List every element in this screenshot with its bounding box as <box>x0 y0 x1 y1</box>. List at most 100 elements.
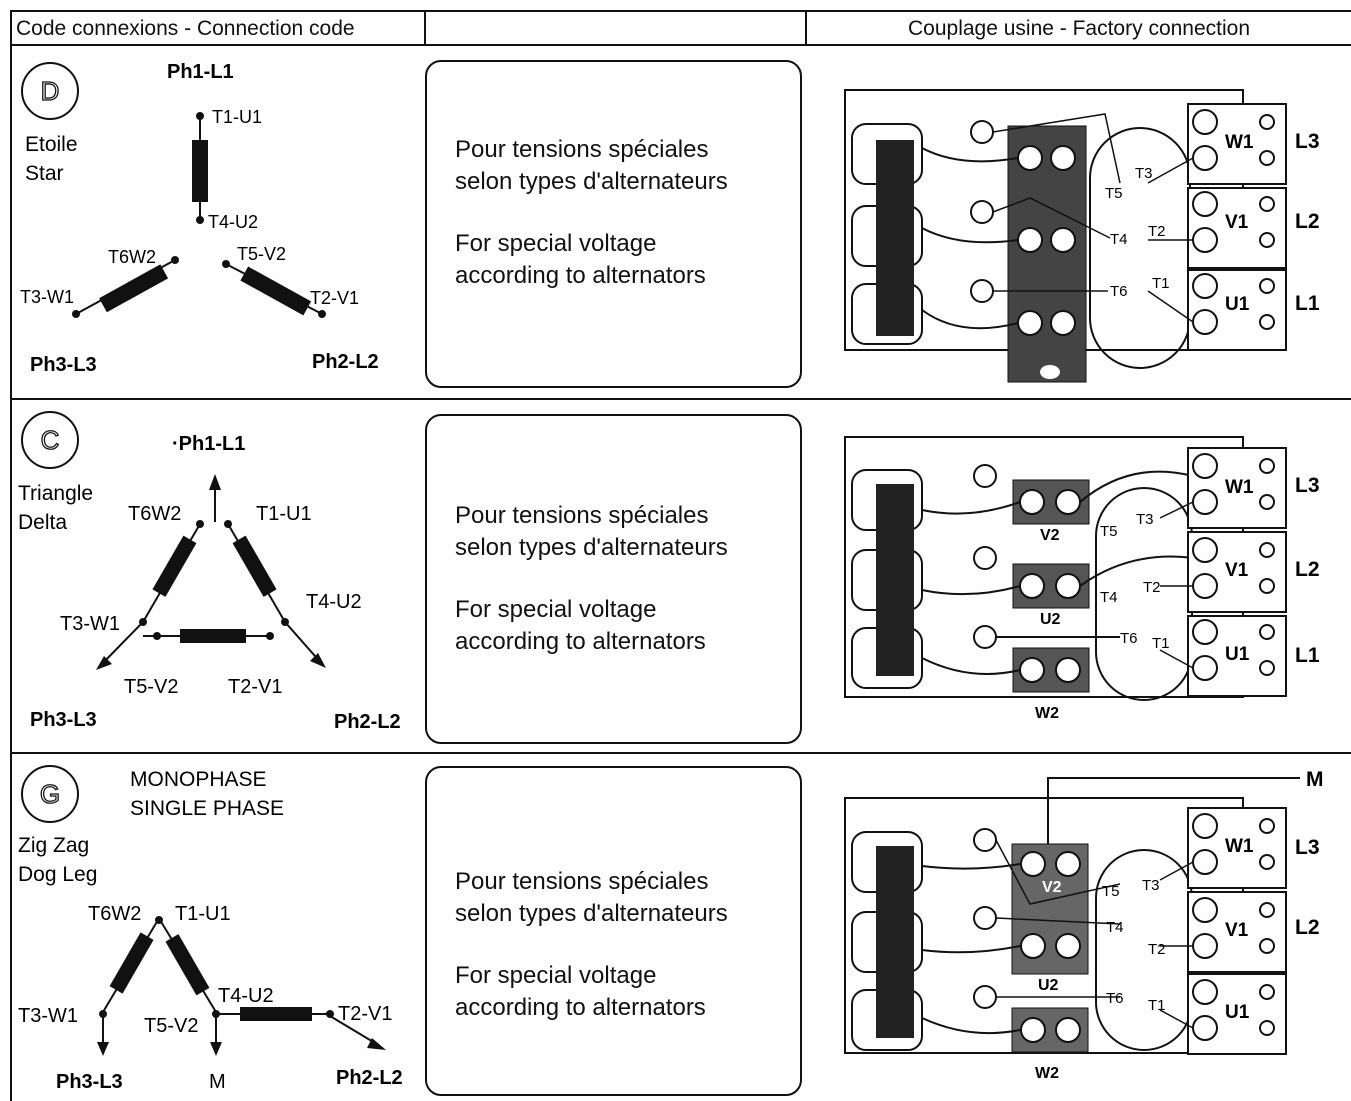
row-zigzag: G MONOPHASE SINGLE PHASE Zig Zag Dog Leg… <box>0 754 1351 1101</box>
bar-label-u2: U2 <box>1038 977 1059 994</box>
lead-t5: T5 <box>1102 883 1120 900</box>
star-connection-diagram: D Etoile Star Ph1-L1 T1-U1 T4-U2 T6W2 T3… <box>20 61 379 376</box>
note-fr-line2: selon types d'alternateurs <box>455 534 728 561</box>
phase-label-top: ·Ph1-L1 <box>172 433 245 455</box>
row-delta: C Triangle Delta ·Ph1-L1 T6W2 T1-U1 T4-U… <box>0 400 1351 752</box>
table-left-border <box>10 46 12 1101</box>
label-t2: T2-V1 <box>338 1003 392 1025</box>
code-circle <box>21 765 79 823</box>
phase-label-top: Ph1-L1 <box>167 61 234 83</box>
row-star: D Etoile Star Ph1-L1 T1-U1 T4-U2 T6W2 T3… <box>0 48 1351 398</box>
lead-t2: T2 <box>1148 223 1166 240</box>
terminal-studs <box>1192 813 1275 1041</box>
mount-hole <box>1040 365 1060 379</box>
terminal-dot <box>318 310 326 318</box>
winding-v <box>240 266 312 316</box>
phase-label-right: Ph2-L2 <box>312 351 379 373</box>
label-t1: T1-U1 <box>175 903 231 925</box>
note-fr-line1: Pour tensions spéciales <box>455 136 709 163</box>
winding-leads <box>921 147 1019 330</box>
lead-t6: T6 <box>1106 990 1124 1007</box>
note-fr-line2: selon types d'alternateurs <box>455 900 728 927</box>
lead-wires <box>995 839 1121 998</box>
terminal-v1: V1 <box>1225 212 1249 233</box>
terminal-dot <box>72 310 80 318</box>
bar-label-v2: V2 <box>1042 879 1062 896</box>
label-t3: T3-W1 <box>60 613 120 635</box>
label-t5: T5-V2 <box>237 244 286 264</box>
lead-t4: T4 <box>1100 589 1118 606</box>
label-t2: T2-V1 <box>310 288 359 308</box>
line-l3: L3 <box>1295 836 1320 859</box>
connection-name-fr: Etoile <box>25 133 78 156</box>
line-l1: L1 <box>1295 292 1320 315</box>
line-l3: L3 <box>1295 130 1320 153</box>
lead-t5: T5 <box>1100 523 1118 540</box>
lead-t1: T1 <box>1148 997 1166 1014</box>
winding-u <box>165 934 210 996</box>
terminal-leads <box>1159 861 1194 1029</box>
line-l2: L2 <box>1295 558 1320 581</box>
winding-v <box>240 1007 312 1021</box>
winding-leads <box>921 501 1021 675</box>
connection-name-fr: Zig Zag <box>18 834 89 857</box>
winding-u <box>192 140 208 202</box>
winding-w <box>99 264 169 313</box>
label-t6: T6W2 <box>128 503 181 525</box>
note-en-line2: according to alternators <box>455 262 706 289</box>
terminal-leads <box>1159 501 1194 669</box>
code-circle <box>21 62 79 120</box>
phase-label-left: Ph3-L3 <box>30 354 97 376</box>
terminal-dot <box>171 256 179 264</box>
voltage-note-box: Pour tensions spéciales selon types d'al… <box>425 60 802 388</box>
note-en-line1: For special voltage <box>455 230 657 257</box>
winding-u <box>232 535 277 597</box>
code-letter: D <box>41 76 60 106</box>
label-t3: T3-W1 <box>18 1005 78 1027</box>
header-factory-connection: Couplage usine - Factory connection <box>805 10 1351 46</box>
terminal-u1: U1 <box>1225 644 1250 665</box>
lead-loop <box>1089 127 1191 369</box>
delta-connection-diagram: C Triangle Delta ·Ph1-L1 T6W2 T1-U1 T4-U… <box>18 411 401 733</box>
line-l1: L1 <box>1295 644 1320 667</box>
code-letter: G <box>40 779 60 809</box>
phase-label-left: Ph3-L3 <box>56 1071 123 1093</box>
note-en-line1: For special voltage <box>455 962 657 989</box>
terminal-w1: W1 <box>1225 477 1254 498</box>
terminal-dot <box>222 260 230 268</box>
arrow-head <box>96 656 112 670</box>
lead-wires <box>992 113 1121 292</box>
note-fr-line2: selon types d'alternateurs <box>455 168 728 195</box>
lead-t1: T1 <box>1152 275 1170 292</box>
arrow-head <box>209 474 221 490</box>
lead-t3: T3 <box>1142 877 1160 894</box>
lead-t4: T4 <box>1106 919 1124 936</box>
factory-wiring-zigzag: M V2 U2 W2 W1 V1 <box>844 768 1324 1082</box>
lead-t3: T3 <box>1136 511 1154 528</box>
terminal-w1: W1 <box>1225 836 1254 857</box>
lead-t3: T3 <box>1135 165 1153 182</box>
stator-core <box>876 140 914 336</box>
stator-core <box>876 484 914 676</box>
terminal-dot <box>196 216 204 224</box>
voltage-note-box: Pour tensions spéciales selon types d'al… <box>425 766 802 1096</box>
terminal-u1: U1 <box>1225 294 1250 315</box>
lead-t1: T1 <box>1152 635 1170 652</box>
bar-label-w2: W2 <box>1035 705 1059 722</box>
row-divider-2 <box>10 752 1351 754</box>
stud-group <box>973 464 1081 683</box>
terminal-dot <box>196 112 204 120</box>
winding-v <box>180 629 246 643</box>
connection-name-en: Dog Leg <box>18 863 97 886</box>
bar-label-v2: V2 <box>1040 527 1060 544</box>
lead-t2: T2 <box>1148 941 1166 958</box>
phase-label-left: Ph3-L3 <box>30 709 97 731</box>
stator-core <box>876 846 914 1038</box>
link-bar-block <box>1007 125 1087 383</box>
neutral-label-m: M <box>209 1071 226 1093</box>
label-t6: T6W2 <box>108 247 156 267</box>
terminal-w1: W1 <box>1225 132 1254 153</box>
lead-t6: T6 <box>1110 283 1128 300</box>
note-en-line2: according to alternators <box>455 994 706 1021</box>
lead-t4: T4 <box>1110 231 1128 248</box>
